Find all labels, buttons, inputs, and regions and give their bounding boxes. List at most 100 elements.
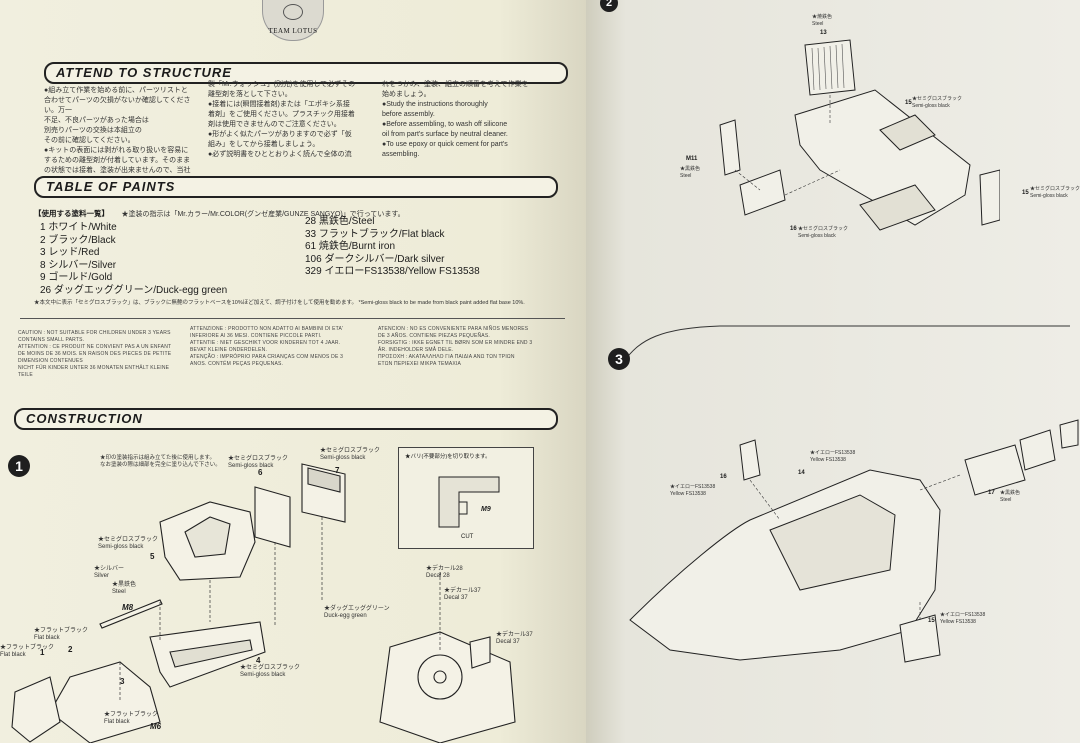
warning-line: DE MOINS DE 36 MOIS. EN RAISON DES PIECE… (18, 351, 172, 357)
paints-section-header: TABLE OF PAINTS (34, 176, 558, 198)
floor-pan-shape (794, 89, 971, 226)
attend-section-header: ATTEND TO STRUCTURE (44, 62, 568, 84)
warning-line: ATTENZIONE : PRODOTTO NON ADATTO AI BAMB… (190, 326, 344, 332)
part-m11-shape (739, 169, 786, 216)
attend-line: 着剤」をご使用ください。プラスチック用接着 (208, 111, 355, 118)
attend-line: 始めましょう。 (382, 91, 431, 98)
paint-item: 8 シルバー/Silver (40, 259, 117, 271)
paints-list-left: 1 ホワイト/White 2 ブラック/Black 3 レッド/Red 8 シル… (40, 222, 300, 297)
warning-line: BEVAT KLEINE ONDERDELEN. (190, 347, 268, 353)
part-number: 2 (68, 645, 73, 654)
shaft-m8-shape (99, 599, 163, 629)
attend-line: の状態では接着、塗装が出来ませんので、当社 (44, 167, 191, 174)
step1-note: ★印の塗装指示は組み立てた後に使用します。 なお塗装の際は細部を完全に塗り込んで… (100, 455, 260, 469)
note-line: なお塗装の際は細部を完全に塗り込んで下さい。 (100, 462, 221, 468)
attend-line: するための離型剤が付着しています。そのまま (44, 157, 191, 164)
attend-line: ●形がよく似たパーツがありますので必ず「仮 (208, 131, 352, 138)
body-shell-shape (629, 469, 941, 661)
warning-line: ATENÇÃO : IMPRÓPRIO PARA CRIANÇAS COM ME… (190, 354, 344, 360)
warning-line: ΕΤΩΝ ΠΕΡΙΕΧΕΙ ΜΙΚΡΑ ΤΕΜΑΧΙΑ (378, 361, 462, 367)
attend-line: 剤は使用できませんのでご注意ください。 (208, 121, 341, 128)
detail-part-number: M9 (481, 506, 491, 513)
attend-line: 別売りパーツの交換は本組立の (44, 127, 142, 134)
lotus-emblem-icon (283, 4, 303, 20)
attend-line: ●組み立て作業を始める前に、パーツリストと (44, 87, 188, 94)
warning-col1: CAUTION : NOT SUITABLE FOR CHILDREN UNDE… (18, 330, 188, 379)
attend-col1: ●組み立て作業を始める前に、パーツリストと 合わせてパーツの欠損がないか確認して… (44, 86, 202, 176)
part-15-grille-shape (979, 169, 1000, 226)
attend-title: ATTEND TO STRUCTURE (56, 65, 232, 80)
left-page (0, 0, 586, 743)
attend-col2: 製「Mr.ウォッシュ」(別売)を使用して必ずその 離型剤を落として下さい。 ●接… (208, 80, 380, 160)
attend-line: 組み」をしてから接着しましょう。 (208, 141, 320, 148)
part-17-shape (964, 444, 1026, 496)
attend-line: ●キットの表面には剥がれる取り扱いを容易に (44, 147, 189, 154)
divider (20, 318, 565, 319)
part-1-shape (11, 676, 61, 743)
steering-wheel-shape (417, 654, 463, 700)
step1-parts-diagram (11, 463, 516, 743)
detail-cut-label: CUT (461, 534, 474, 540)
step2-parts-diagram (719, 39, 1000, 231)
warning-line: CAUTION : NOT SUITABLE FOR CHILDREN UNDE… (18, 330, 171, 336)
steering-box-shape (379, 631, 516, 743)
part-number: 1 (40, 648, 45, 657)
warning-line: ATTENTIE : NIET GESCHIKT VOOR KINDEREN T… (190, 340, 341, 346)
warning-line: NICHT FÜR KINDER UNTER 36 MONATEN ENTHÄL… (18, 365, 170, 371)
part-number: 16 (790, 226, 797, 232)
paint-item: 1 ホワイト/White (40, 222, 117, 233)
attend-line: ●必ず説明書をひととおりよく読んで全体の流 (208, 151, 352, 158)
warning-line: FORSIGTIG : IKKE EGNET TIL BØRN SOM ER M… (378, 340, 533, 346)
attend-line: 合わせてパーツの欠損がないか確認してください。万一 (44, 97, 191, 114)
attend-line: ●Before assembling, to wash off silicone (382, 121, 508, 128)
paints-footnote: ★本文中に表示「セミグロスブラック」は、ブラックに無艶のフラットベースを10%ほ… (34, 300, 525, 306)
chassis-left-shape (49, 661, 161, 743)
right-page-divider (624, 325, 1070, 361)
paint-item: 329 イエローFS13538/Yellow FS13538 (305, 266, 480, 277)
attend-line: 離型剤を落として下さい。 (208, 91, 292, 98)
attend-line: その前に確認してください。 (44, 137, 135, 144)
part-number: M8 (122, 603, 134, 612)
warning-line: DE 3 AÑOS. CONTIENE PIEZAS PEQUEÑAS. (378, 333, 490, 339)
warning-line: TEILE (18, 372, 33, 378)
construction-section-header: CONSTRUCTION (14, 408, 558, 430)
step-1-badge: 1 (8, 455, 30, 477)
paint-item: 26 ダッグエッググリーン/Duck-egg green (40, 284, 228, 296)
paints-header-row: 【使用する塗料一覧】 ★塗装の指示は「Mr.カラー/Mr.COLOR(グンゼ産業… (34, 203, 554, 221)
step-3-badge: 3 (608, 348, 630, 370)
part-number: 3 (120, 677, 125, 686)
part-side-shape (719, 119, 741, 176)
warning-line: ΠΡΟΣΟΧΗ : ΑΚΑΤΑΛΛΗΛΟ ΓΙΑ ΠΑΙΔΙΑ ΑΝΩ ΤΩΝ … (378, 354, 515, 360)
part-number: 5 (150, 552, 155, 561)
paints-title: TABLE OF PAINTS (46, 179, 176, 194)
attend-line: ●接着には(瞬間接着剤)または「エポキシ系接 (208, 101, 350, 108)
team-lotus-logo: TEAM LOTUS (262, 0, 324, 41)
attend-line: oil from part's surface by neutral clean… (382, 131, 508, 138)
paints-note: ★塗装の指示は「Mr.カラー/Mr.COLOR(グンゼ産業/GUNZE SANG… (121, 211, 405, 218)
warning-col3: ATENCION : NO ES CONVENIENTE PARA NIÑOS … (378, 326, 568, 368)
warning-col2: ATTENZIONE : PRODOTTO NON ADATTO AI BAMB… (190, 326, 370, 368)
part-15-step3-shape (899, 614, 941, 663)
paints-list-right: 28 黒鉄色/Steel 33 フラットブラック/Flat black 61 焼… (305, 216, 565, 279)
warning-line: ATENCION : NO ES CONVENIENTE PARA NIÑOS … (378, 326, 529, 332)
part-6-shape (254, 486, 291, 548)
attend-line: assembling. (382, 151, 420, 158)
part-number: 4 (256, 656, 261, 665)
part-number: M6 (150, 722, 162, 731)
paint-item: 33 フラットブラック/Flat black (305, 228, 445, 240)
